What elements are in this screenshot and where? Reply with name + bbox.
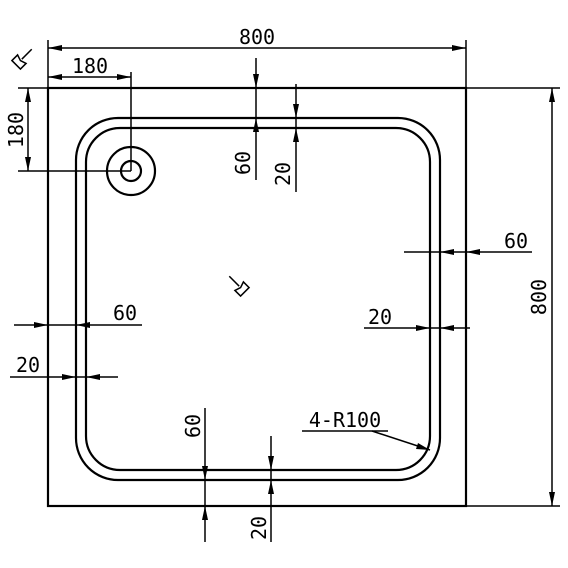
top-rim-arrow-down [253,74,259,88]
right-rim-arrow-right [466,249,480,255]
bottom-rim-arrow-up [202,506,208,520]
drain-x-arrow-left [48,74,62,80]
bottom-inner-rim-arrow-up [268,480,274,494]
left-inner-rim-arrow-left [86,374,100,380]
right-height-label: 800 [527,279,551,315]
slope-icon [10,48,33,71]
right-inner-rim-label: 20 [368,305,392,329]
top-inner-rim-arrow-up [293,128,299,142]
right-height-arrow-top [549,88,555,102]
right-inner-rim-arrow-right [440,325,454,331]
drain-x-arrow-right [117,74,131,80]
drain-y-label: 180 [4,112,28,148]
left-inner-rim-label: 20 [16,353,40,377]
drain-x-label: 180 [72,54,108,78]
top-width-label: 800 [239,25,275,49]
bottom-rim-label: 60 [181,414,205,438]
bottom-inner-rim-arrow-down [268,456,274,470]
top-rim-label: 60 [231,151,255,175]
left-rim-arrow-left [76,322,90,328]
right-rim-label: 60 [504,229,528,253]
bottom-rim-arrow-down [202,466,208,480]
drain-y-arrow-bottom [25,157,31,171]
tray-outer-outline [46,86,468,508]
left-rim-arrow-right [34,322,48,328]
top-inner-rim-arrow-down [293,104,299,118]
right-inner-rim-arrow-left [416,325,430,331]
bottom-inner-rim-label: 20 [247,516,271,540]
drain-y-arrow-top [25,88,31,102]
right-height-arrow-bottom [549,492,555,506]
top-inner-rim-label: 20 [271,162,295,186]
top-rim-arrow-up [253,118,259,132]
corner-radius-label: 4-R100 [309,408,381,432]
corner-radius-arrow [416,443,430,450]
tray-rim-outer [74,116,442,482]
left-rim-label: 60 [113,301,137,325]
slope-icon [228,275,251,298]
right-rim-arrow-left [440,249,454,255]
left-inner-rim-arrow-right [62,374,76,380]
top-width-arrow-left [48,45,62,51]
top-width-arrow-right [452,45,466,51]
